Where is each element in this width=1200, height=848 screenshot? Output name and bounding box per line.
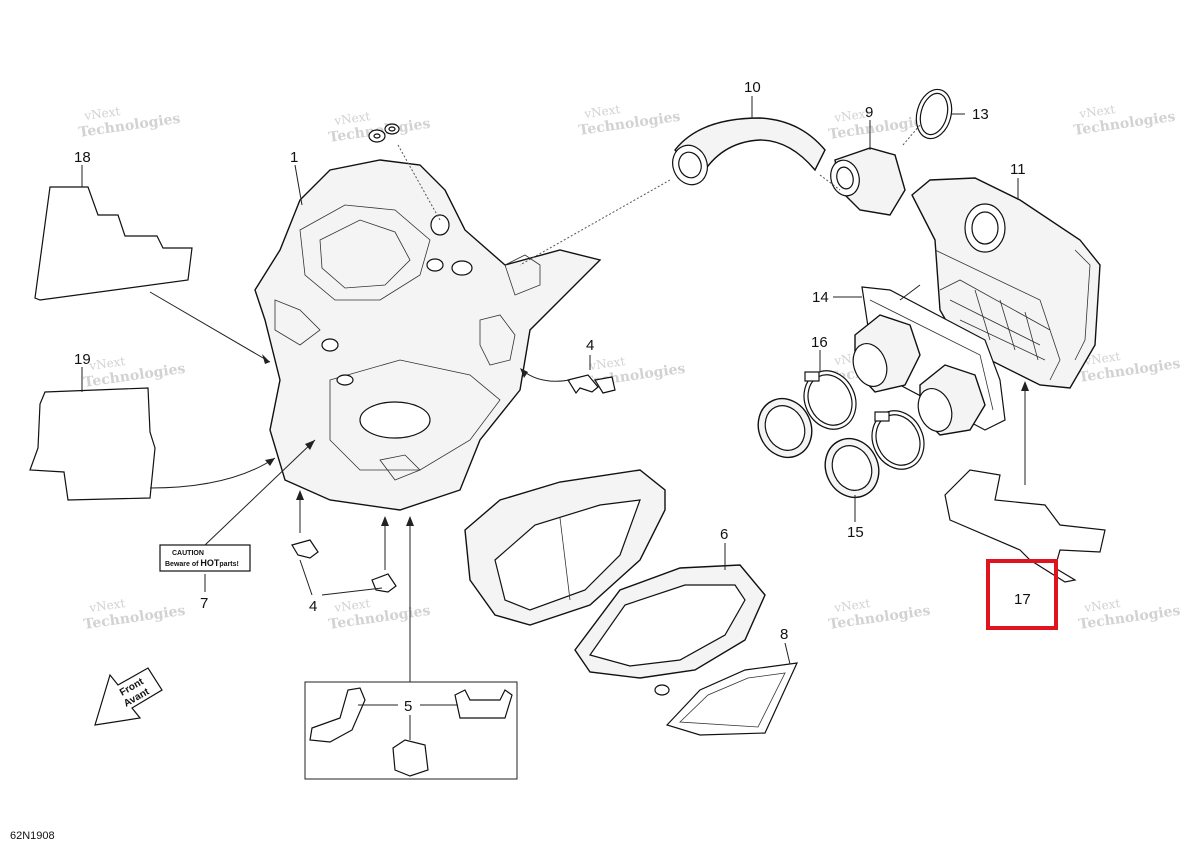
part-7-caution-label: CAUTION Beware of HOTparts! <box>159 544 251 572</box>
svg-text:vNext: vNext <box>332 109 371 128</box>
svg-text:vNext: vNext <box>582 102 621 121</box>
leader-lines <box>81 96 1050 740</box>
caution-title: CAUTION <box>172 550 204 557</box>
clamps <box>803 370 925 470</box>
assembly-lines <box>397 124 921 266</box>
part-15-couplings <box>757 397 880 499</box>
part-8-screen <box>665 662 798 736</box>
callout-4-bottom: 4 <box>309 598 317 615</box>
svg-text:vNext: vNext <box>1077 102 1116 121</box>
callout-13: 13 <box>972 106 989 123</box>
filter-frame <box>464 469 666 626</box>
callout-10: 10 <box>744 79 761 96</box>
part-17-foam <box>944 469 1106 583</box>
part-19-decal <box>29 387 156 501</box>
svg-text:vNext: vNext <box>332 596 371 615</box>
part-18-decal <box>34 186 193 301</box>
callout-4-top: 4 <box>586 337 594 354</box>
callout-18: 18 <box>74 149 91 166</box>
callout-1: 1 <box>290 149 298 166</box>
svg-text:vNext: vNext <box>1082 349 1121 368</box>
part-1-airbox-body <box>254 159 602 511</box>
callout-8: 8 <box>780 626 788 643</box>
callout-labels: 1 4 4 5 6 7 8 9 10 11 13 14 15 16 17 18 … <box>74 79 1031 715</box>
svg-text:vNext: vNext <box>587 354 626 373</box>
svg-text:vNext: vNext <box>832 596 871 615</box>
diagram-code: 62N1908 <box>10 830 55 842</box>
callout-9: 9 <box>865 104 873 121</box>
svg-text:vNext: vNext <box>82 104 121 123</box>
callout-17: 17 <box>1014 591 1031 608</box>
callout-7: 7 <box>200 595 208 612</box>
callout-14: 14 <box>812 289 829 306</box>
svg-text:vNext: vNext <box>87 354 126 373</box>
part-16-adapters <box>852 314 986 436</box>
part-10-intake-tube <box>672 117 826 186</box>
part-6-filter <box>574 564 766 696</box>
svg-text:vNext: vNext <box>1082 596 1121 615</box>
part-9-adapter <box>830 147 906 216</box>
caution-text: Beware of HOTparts! <box>165 558 239 568</box>
svg-text:vNext: vNext <box>87 596 126 615</box>
svg-text:vNext: vNext <box>832 106 871 125</box>
callout-6: 6 <box>720 526 728 543</box>
part-5-box <box>304 681 518 780</box>
part-13-o-ring <box>915 88 953 140</box>
front-arrow: Front Avant <box>94 667 163 726</box>
highlight-box-17 <box>986 559 1058 630</box>
part-4-clips <box>291 374 616 593</box>
grommets <box>368 123 400 143</box>
callout-19: 19 <box>74 351 91 368</box>
callout-15: 15 <box>847 524 864 541</box>
callout-11: 11 <box>1010 161 1026 178</box>
callout-16: 16 <box>811 334 828 351</box>
callout-5: 5 <box>404 698 412 715</box>
